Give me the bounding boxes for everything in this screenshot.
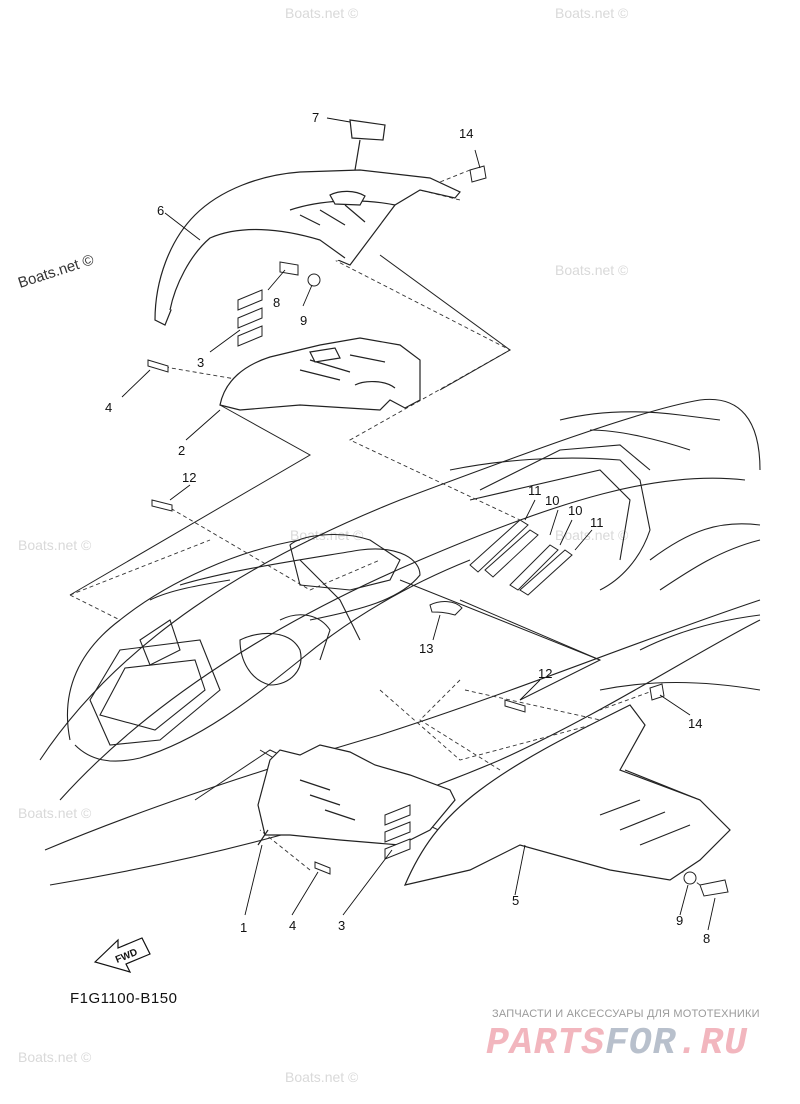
- brand-logo-part: PARTS: [486, 1022, 606, 1065]
- watermark-side: Boats.net ©: [16, 251, 96, 291]
- callout-12-lower: 12: [538, 666, 552, 681]
- part-3-shims-upper: [237, 289, 263, 347]
- hull-outline: [39, 398, 761, 886]
- watermark: Boats.net ©: [18, 537, 92, 553]
- callout-3-upper: 3: [197, 355, 204, 370]
- callout-8-upper: 8: [273, 295, 280, 310]
- callout-6: 6: [157, 203, 164, 218]
- watermark: Boats.net ©: [285, 5, 359, 21]
- brand-logo-part: FOR: [605, 1022, 677, 1065]
- links-10-11: [429, 519, 573, 616]
- callout-13: 13: [419, 641, 433, 656]
- callout-11-left: 11: [528, 483, 542, 498]
- brand-logo-part: .RU: [676, 1022, 748, 1065]
- callout-14-lower: 14: [688, 716, 702, 731]
- part-6-cover: [154, 119, 461, 326]
- diagram-code: F1G1100-B150: [70, 990, 178, 1007]
- callout-9-lower: 9: [676, 913, 683, 928]
- part-1-cover: [257, 744, 456, 846]
- watermark: Boats.net ©: [18, 1049, 92, 1065]
- callout-10-left: 10: [545, 493, 559, 508]
- callout-1: 1: [240, 920, 247, 935]
- leader-lines: [69, 169, 701, 886]
- callout-4-upper: 4: [105, 400, 112, 415]
- part-2-cover: [219, 337, 421, 411]
- callout-14-upper: 14: [459, 126, 473, 141]
- part-5-cover: [403, 704, 731, 886]
- brand-logo: PARTSFOR.RU: [486, 1022, 748, 1065]
- callout-12-upper: 12: [182, 470, 196, 485]
- watermark: Boats.net ©: [555, 262, 629, 278]
- callout-10-right: 10: [568, 503, 582, 518]
- callout-3-lower: 3: [338, 918, 345, 933]
- watermark: Boats.net ©: [18, 805, 92, 821]
- watermark-layer: Boats.net © Boats.net © Boats.net © Boat…: [16, 5, 629, 1085]
- fwd-arrow-icon: FWD: [93, 937, 151, 973]
- part-3-shims-lower: [384, 804, 411, 860]
- callout-numbers: 1 2 3 3 4 4 5 6 7 8 8 9 9 10 10 11 11 12…: [105, 110, 710, 946]
- callout-2: 2: [178, 443, 185, 458]
- callout-11-right: 11: [590, 515, 604, 530]
- callout-leaders: [121, 117, 716, 931]
- watermark: Boats.net ©: [555, 5, 629, 21]
- callout-7: 7: [312, 110, 319, 125]
- callout-4-lower: 4: [289, 918, 296, 933]
- callout-5: 5: [512, 893, 519, 908]
- callout-8-lower: 8: [703, 931, 710, 946]
- fasteners: [147, 165, 729, 897]
- callout-9-upper: 9: [300, 313, 307, 328]
- watermark: Boats.net ©: [555, 527, 629, 543]
- brand-tagline: ЗАПЧАСТИ И АКСЕССУАРЫ ДЛЯ МОТОТЕХНИКИ: [492, 1008, 760, 1020]
- watermark: Boats.net ©: [285, 1069, 359, 1085]
